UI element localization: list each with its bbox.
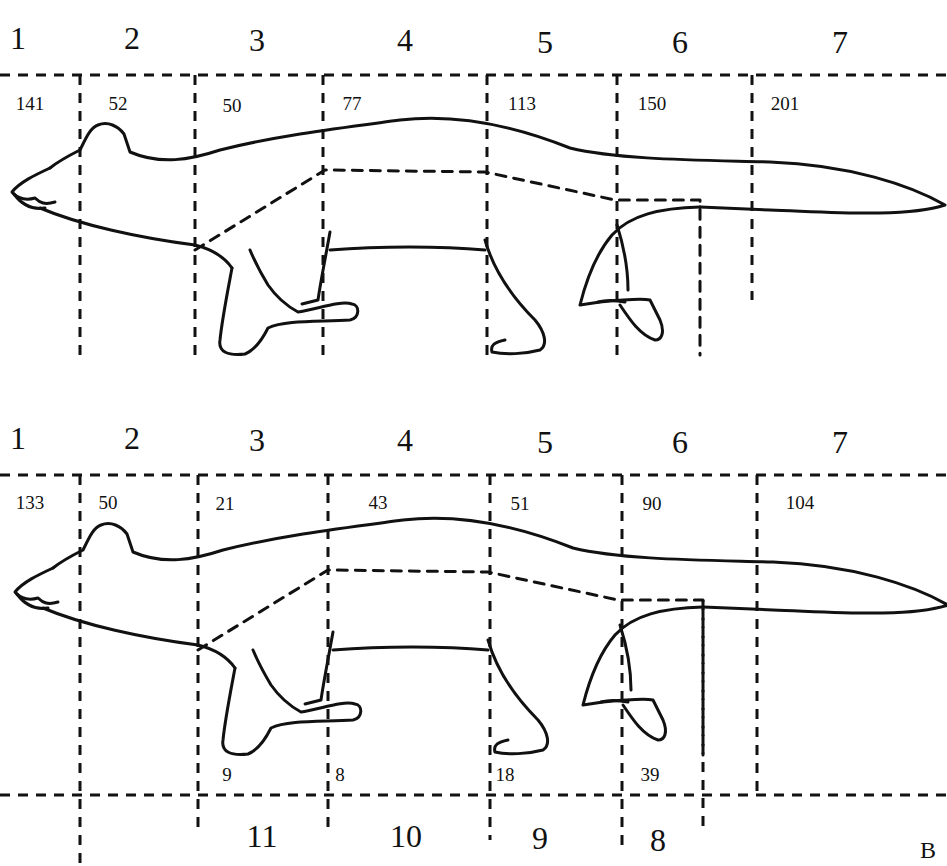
animal-top [12,118,945,355]
region-number: 11 [245,820,280,852]
count-number: 18 [494,765,517,784]
region-number: 1 [8,422,28,454]
count-number: 9 [220,765,234,784]
region-number: 6 [670,426,690,458]
count-number: 141 [14,94,47,113]
count-number: 133 [14,493,47,512]
count-number: 8 [333,765,347,784]
region-number: 2 [122,22,142,54]
count-number: 201 [769,94,802,113]
count-number: 90 [641,494,664,513]
count-number: 50 [221,96,244,115]
region-number: 4 [395,424,415,456]
count-number: 43 [367,493,390,512]
region-number: 3 [247,24,267,56]
count-number: 52 [107,94,130,113]
region-number: 4 [395,24,415,56]
region-number: 1 [8,22,28,54]
region-number: 10 [388,820,424,852]
region-number: 7 [830,426,850,458]
count-number: 21 [214,494,237,513]
count-number: 77 [341,94,364,113]
count-number: 51 [509,494,532,513]
animal-bottom [15,518,947,755]
count-number: 50 [97,493,120,512]
region-number: 7 [830,26,850,58]
region-number: 8 [648,824,668,856]
count-number: 113 [506,94,538,113]
count-number: B [918,838,938,862]
region-number: 9 [530,822,550,854]
count-number: 104 [784,493,817,512]
count-number: 39 [639,765,662,784]
count-number: 150 [636,94,669,113]
region-number: 2 [122,422,142,454]
grid-lines [0,75,947,866]
region-number: 3 [247,424,267,456]
region-number: 5 [535,26,555,58]
region-number: 5 [535,426,555,458]
region-number: 6 [670,26,690,58]
